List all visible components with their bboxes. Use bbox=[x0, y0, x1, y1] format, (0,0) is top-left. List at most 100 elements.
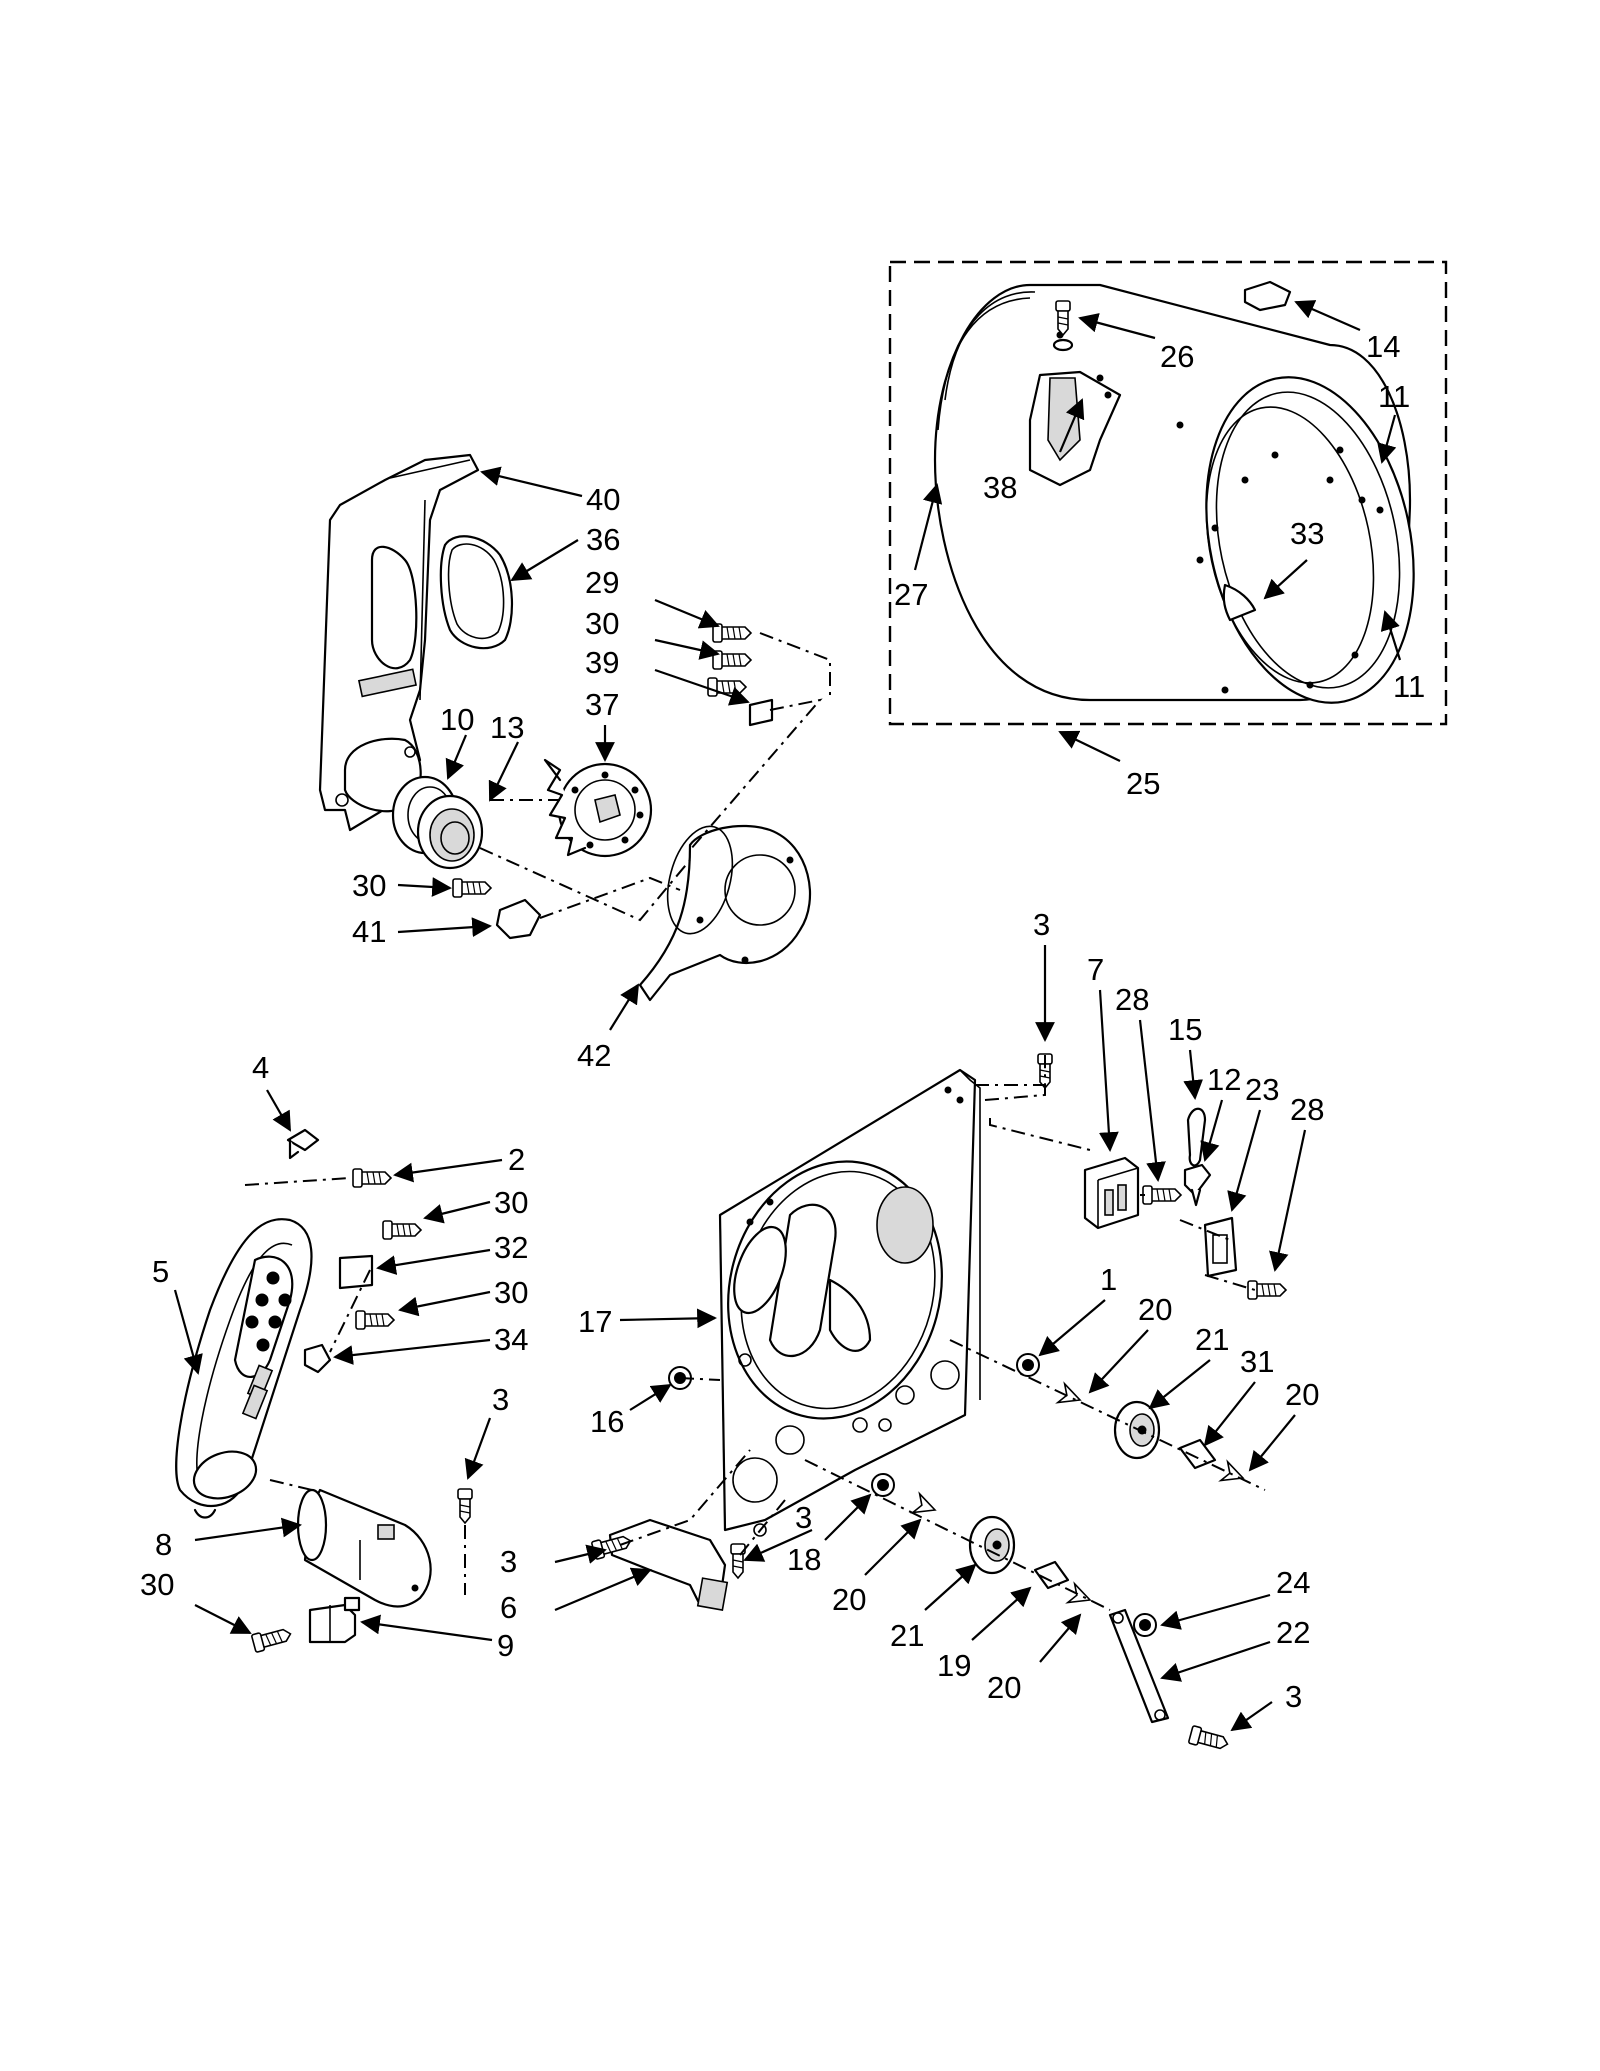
idler-spring-24 bbox=[1133, 1613, 1157, 1637]
callout-17: 17 bbox=[578, 1304, 612, 1339]
callout-39: 39 bbox=[585, 645, 619, 680]
clip-37a bbox=[748, 698, 774, 727]
callout-18: 18 bbox=[787, 1542, 821, 1577]
blower-screw-30-lower bbox=[452, 878, 492, 898]
callout-3-toe-left: 3 bbox=[500, 1544, 517, 1579]
baffle-washer bbox=[1052, 338, 1074, 352]
clip-20-upper-2 bbox=[1219, 1460, 1248, 1489]
callout-21-lower: 21 bbox=[890, 1618, 924, 1653]
callout-40: 40 bbox=[586, 482, 620, 517]
drum-seal-13 bbox=[416, 794, 484, 870]
callout-34: 34 bbox=[494, 1322, 528, 1357]
callout-20-lower-2: 20 bbox=[987, 1670, 1021, 1705]
callout-33: 33 bbox=[1290, 516, 1324, 551]
rear-panel-group: 3 7 28 15 12 23 28 17 16 1 20 21 31 20 3… bbox=[500, 907, 1324, 1754]
callout-4: 4 bbox=[252, 1050, 269, 1085]
callout-30-heater-bottom: 30 bbox=[140, 1567, 174, 1602]
drum bbox=[933, 283, 1415, 704]
blower-wheel-37 bbox=[543, 758, 653, 858]
blower-screw-29 bbox=[712, 623, 752, 643]
blower-screw-39 bbox=[707, 677, 747, 697]
heater-screw-3 bbox=[457, 1488, 473, 1524]
terminal-block-7 bbox=[1083, 1156, 1140, 1230]
callout-30-blower-lower: 30 bbox=[352, 868, 386, 903]
callout-14: 14 bbox=[1366, 329, 1400, 364]
clip-20-upper-1 bbox=[1056, 1382, 1085, 1411]
callout-1: 1 bbox=[1100, 1262, 1117, 1297]
callout-10: 10 bbox=[440, 702, 474, 737]
idler-shaft-19 bbox=[1033, 1560, 1070, 1590]
strain-relief-15 bbox=[1186, 1107, 1207, 1167]
callout-2: 2 bbox=[508, 1142, 525, 1177]
callout-13: 13 bbox=[490, 710, 524, 745]
callout-38: 38 bbox=[983, 470, 1017, 505]
idler-arm-22 bbox=[1108, 1608, 1170, 1724]
heater-screw-30-bottom bbox=[250, 1624, 294, 1654]
callout-5: 5 bbox=[152, 1254, 169, 1289]
callout-26: 26 bbox=[1160, 339, 1194, 374]
callout-3-toe-right: 3 bbox=[795, 1500, 812, 1535]
callout-27: 27 bbox=[894, 577, 928, 612]
heater-screw-30-mid bbox=[355, 1310, 395, 1330]
callout-3-heater: 3 bbox=[492, 1382, 509, 1417]
callout-6: 6 bbox=[500, 1590, 517, 1625]
callout-31: 31 bbox=[1240, 1344, 1274, 1379]
callout-3-arm: 3 bbox=[1285, 1679, 1302, 1714]
spacer-1 bbox=[1016, 1353, 1040, 1377]
callout-15: 15 bbox=[1168, 1012, 1202, 1047]
callout-7: 7 bbox=[1087, 952, 1104, 987]
idler-shaft-31 bbox=[1178, 1438, 1217, 1470]
heater-clip-34 bbox=[303, 1343, 332, 1374]
heater-bracket-32 bbox=[338, 1254, 374, 1290]
drum-assembly-dashed-box bbox=[888, 260, 1448, 726]
callout-32: 32 bbox=[494, 1230, 528, 1265]
callout-19: 19 bbox=[937, 1648, 971, 1683]
heater-screw-30-top bbox=[382, 1220, 422, 1240]
callout-37: 37 bbox=[585, 687, 619, 722]
callout-9: 9 bbox=[497, 1628, 514, 1663]
callout-30-blower-upper: 30 bbox=[585, 606, 619, 641]
callout-21-upper: 21 bbox=[1195, 1322, 1229, 1357]
terminal-screw-28 bbox=[1142, 1185, 1182, 1205]
baffle-screw-26 bbox=[1055, 300, 1071, 336]
callout-24: 24 bbox=[1276, 1565, 1310, 1600]
ground-screw-12 bbox=[1183, 1163, 1212, 1207]
callout-3-panel-top: 3 bbox=[1033, 907, 1050, 942]
callout-36: 36 bbox=[586, 522, 620, 557]
idler-pulley-21-upper bbox=[1113, 1400, 1161, 1460]
drum-slide-14 bbox=[1243, 280, 1292, 312]
drum-assembly-group: 26 14 11 38 33 27 11 25 bbox=[888, 260, 1448, 801]
callout-30-heater-top: 30 bbox=[494, 1185, 528, 1220]
spacer-18 bbox=[871, 1473, 895, 1497]
arm-screw-3 bbox=[1187, 1724, 1231, 1754]
callout-23: 23 bbox=[1245, 1072, 1279, 1107]
heater-flue-8 bbox=[296, 1488, 432, 1608]
heater-screw-2 bbox=[352, 1168, 392, 1188]
blower-housing-42 bbox=[638, 824, 812, 1002]
callout-41: 41 bbox=[352, 914, 386, 949]
toe-screw-3-right bbox=[730, 1543, 746, 1579]
blower-screw-30-upper bbox=[712, 650, 752, 670]
clip-20-lower-2 bbox=[1066, 1582, 1095, 1611]
clip-41 bbox=[495, 898, 542, 940]
idler-pulley-21-lower bbox=[968, 1515, 1016, 1575]
callout-12: 12 bbox=[1207, 1062, 1241, 1097]
heater-bracket-9 bbox=[308, 1596, 361, 1644]
callout-28-terminal: 28 bbox=[1115, 982, 1149, 1017]
callout-11-bottom: 11 bbox=[1393, 669, 1425, 704]
callout-42: 42 bbox=[577, 1038, 611, 1073]
blower-seal-36 bbox=[439, 535, 513, 650]
callout-29: 29 bbox=[585, 565, 619, 600]
callout-16: 16 bbox=[590, 1404, 624, 1439]
access-cover-23 bbox=[1203, 1216, 1238, 1278]
callout-25: 25 bbox=[1126, 766, 1160, 801]
callout-20-upper-2: 20 bbox=[1285, 1377, 1319, 1412]
callout-22: 22 bbox=[1276, 1615, 1310, 1650]
callout-20-upper-1: 20 bbox=[1138, 1292, 1172, 1327]
callout-20-lower-1: 20 bbox=[832, 1582, 866, 1617]
callout-28-cover: 28 bbox=[1290, 1092, 1324, 1127]
callout-11-top: 11 bbox=[1378, 379, 1410, 414]
callout-8: 8 bbox=[155, 1527, 172, 1562]
heater-group: 4 2 30 32 5 30 34 3 8 30 9 bbox=[140, 1050, 528, 1663]
